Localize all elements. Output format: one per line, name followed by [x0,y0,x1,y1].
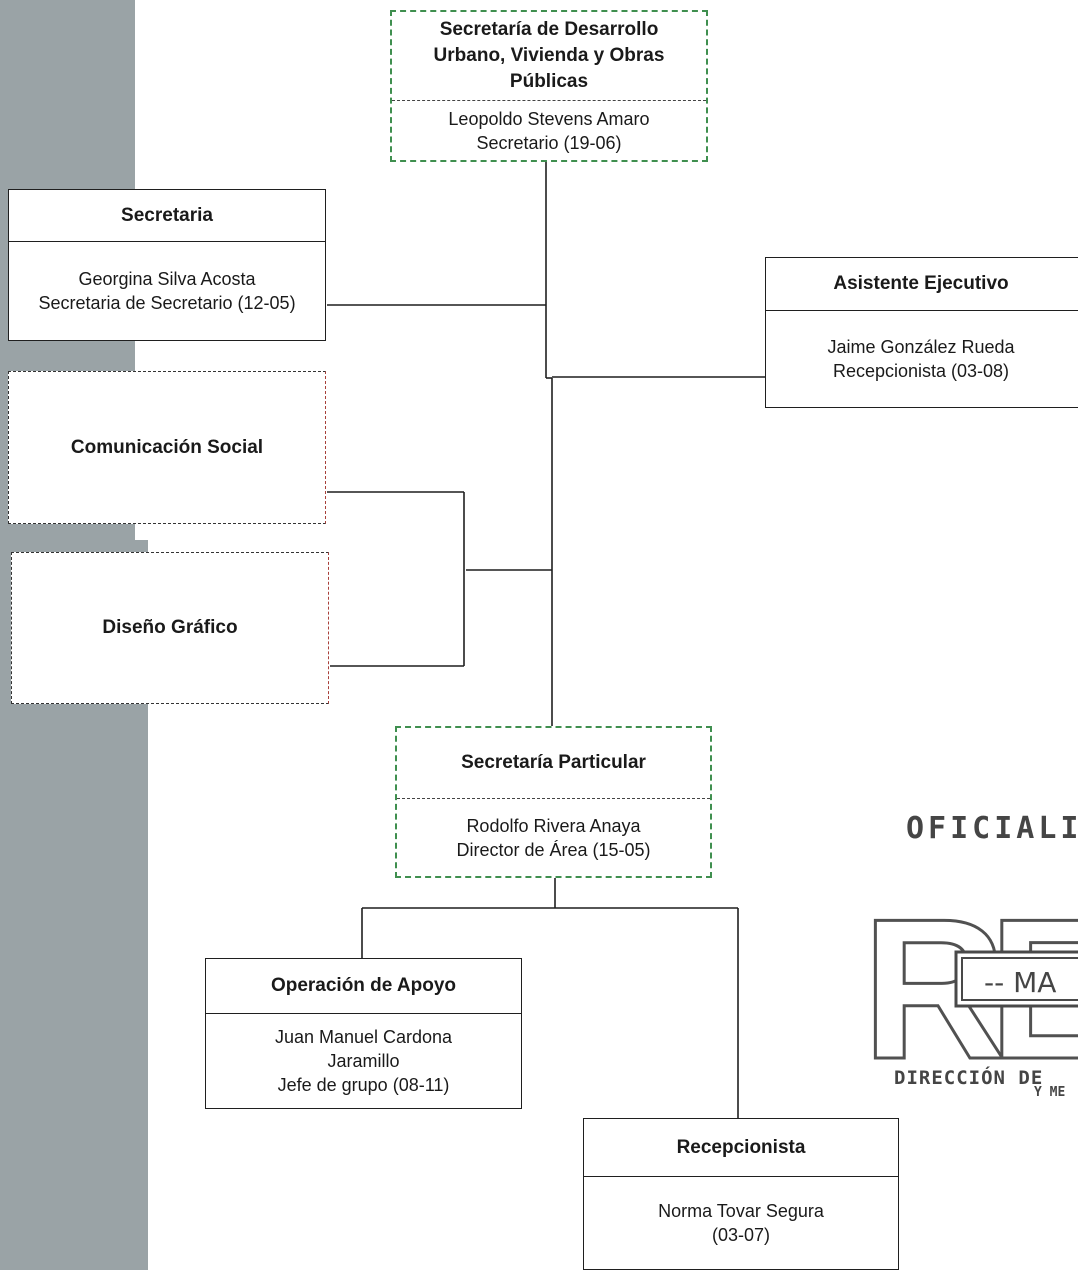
title-text: Operación de Apoyo [270,975,457,996]
secretaria-desarrollo-body: Leopoldo Stevens Amaro Secretario (19-06… [392,101,706,160]
operacion-apoyo-box: Operación de Apoyo Juan Manuel Cardona J… [205,958,522,1109]
title-text: Comunicación Social [70,436,264,458]
secretaria-box: Secretaria Georgina Silva Acosta Secreta… [8,189,326,341]
secretaria-particular-body: Rodolfo Rivera Anaya Director de Área (1… [397,799,710,876]
position: Jefe de grupo (08-11) [277,1075,450,1095]
person-name: Leopoldo Stevens Amaro [448,108,650,129]
secretaria-body: Georgina Silva Acosta Secretaria de Secr… [9,242,325,340]
comunicacion-social-title: Comunicación Social [9,372,325,523]
position: (03-07) [711,1225,771,1245]
secretaria-particular-box: Secretaría Particular Rodolfo Rivera Ana… [395,726,712,878]
person-name-cont: Jaramillo [327,1051,400,1071]
title-text: Secretaria [121,204,213,226]
person-name: Rodolfo Rivera Anaya [466,815,641,836]
comunicacion-social-box: Comunicación Social [8,371,326,524]
title-line: Urbano, Vivienda y Obras [433,45,665,66]
operacion-apoyo-body: Juan Manuel Cardona Jaramillo Jefe de gr… [206,1014,521,1108]
person-name: Jaime González Rueda [827,337,1015,357]
position: Secretaria de Secretario (12-05) [38,293,296,313]
position: Recepcionista (03-08) [832,361,1010,381]
secretaria-desarrollo-box: Secretaría de Desarrollo Urbano, Viviend… [390,10,708,162]
title-text: Recepcionista [676,1136,806,1158]
person-name: Juan Manuel Cardona [274,1027,453,1047]
recepcionista-title: Recepcionista [584,1119,898,1177]
asistente-ejecutivo-body: Jaime González Rueda Recepcionista (03-0… [766,311,1078,407]
title-text: Asistente Ejecutivo [833,273,1009,294]
secretaria-title: Secretaria [9,190,325,242]
title-text: Diseño Gráfico [102,617,238,638]
asistente-ejecutivo-title: Asistente Ejecutivo [766,258,1078,311]
recepcionista-body: Norma Tovar Segura (03-07) [584,1177,898,1269]
operacion-apoyo-title: Operación de Apoyo [206,959,521,1014]
asistente-ejecutivo-box: Asistente Ejecutivo Jaime González Rueda… [765,257,1078,408]
person-name: Norma Tovar Segura [658,1201,824,1221]
title-line: Secretaría de Desarrollo [439,19,659,40]
secretaria-particular-title: Secretaría Particular [397,728,710,799]
person-name: Georgina Silva Acosta [78,269,256,289]
diseno-grafico-title: Diseño Gráfico [12,553,328,703]
diseno-grafico-box: Diseño Gráfico [11,552,329,704]
secretaria-desarrollo-title: Secretaría de Desarrollo Urbano, Viviend… [392,12,706,101]
position: Secretario (19-06) [476,132,622,153]
position: Director de Área (15-05) [456,839,651,860]
title-line: Públicas [509,71,589,92]
title-text: Secretaría Particular [461,752,646,773]
recepcionista-box: Recepcionista Norma Tovar Segura (03-07) [583,1118,899,1270]
